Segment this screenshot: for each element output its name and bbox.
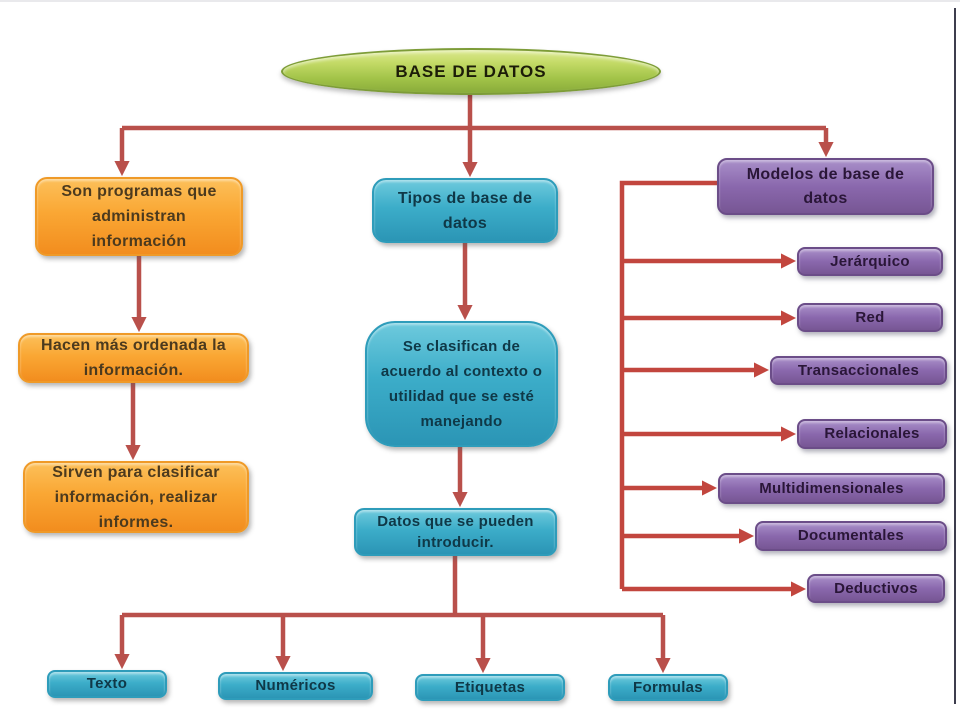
node-texto: Texto [47,670,167,698]
node-hacen-mas-ordenada: Hacen más ordenada la información. [18,333,249,383]
node-tipos-de-base: Tipos de base de datos [372,178,558,243]
node-modelos-de-base: Modelos de base de datos [717,158,934,215]
node-datos-introducir: Datos que se pueden introducir. [354,508,557,556]
node-base-de-datos: BASE DE DATOS [281,48,661,95]
slide-top-edge [0,0,960,2]
node-sirven-para-clasificar: Sirven para clasificar información, real… [23,461,249,533]
node-multidimensionales: Multidimensionales [718,473,945,504]
node-relacionales: Relacionales [797,419,947,449]
slide-right-edge [954,8,956,704]
node-red: Red [797,303,943,332]
node-documentales: Documentales [755,521,947,551]
node-transaccionales: Transaccionales [770,356,947,385]
node-se-clasifican: Se clasifican de acuerdo al contexto o u… [365,321,558,447]
node-etiquetas: Etiquetas [415,674,565,701]
node-son-programas: Son programas que administran informació… [35,177,243,256]
node-numericos: Numéricos [218,672,373,700]
node-jerarquico: Jerárquico [797,247,943,276]
node-deductivos: Deductivos [807,574,945,603]
node-formulas: Formulas [608,674,728,701]
